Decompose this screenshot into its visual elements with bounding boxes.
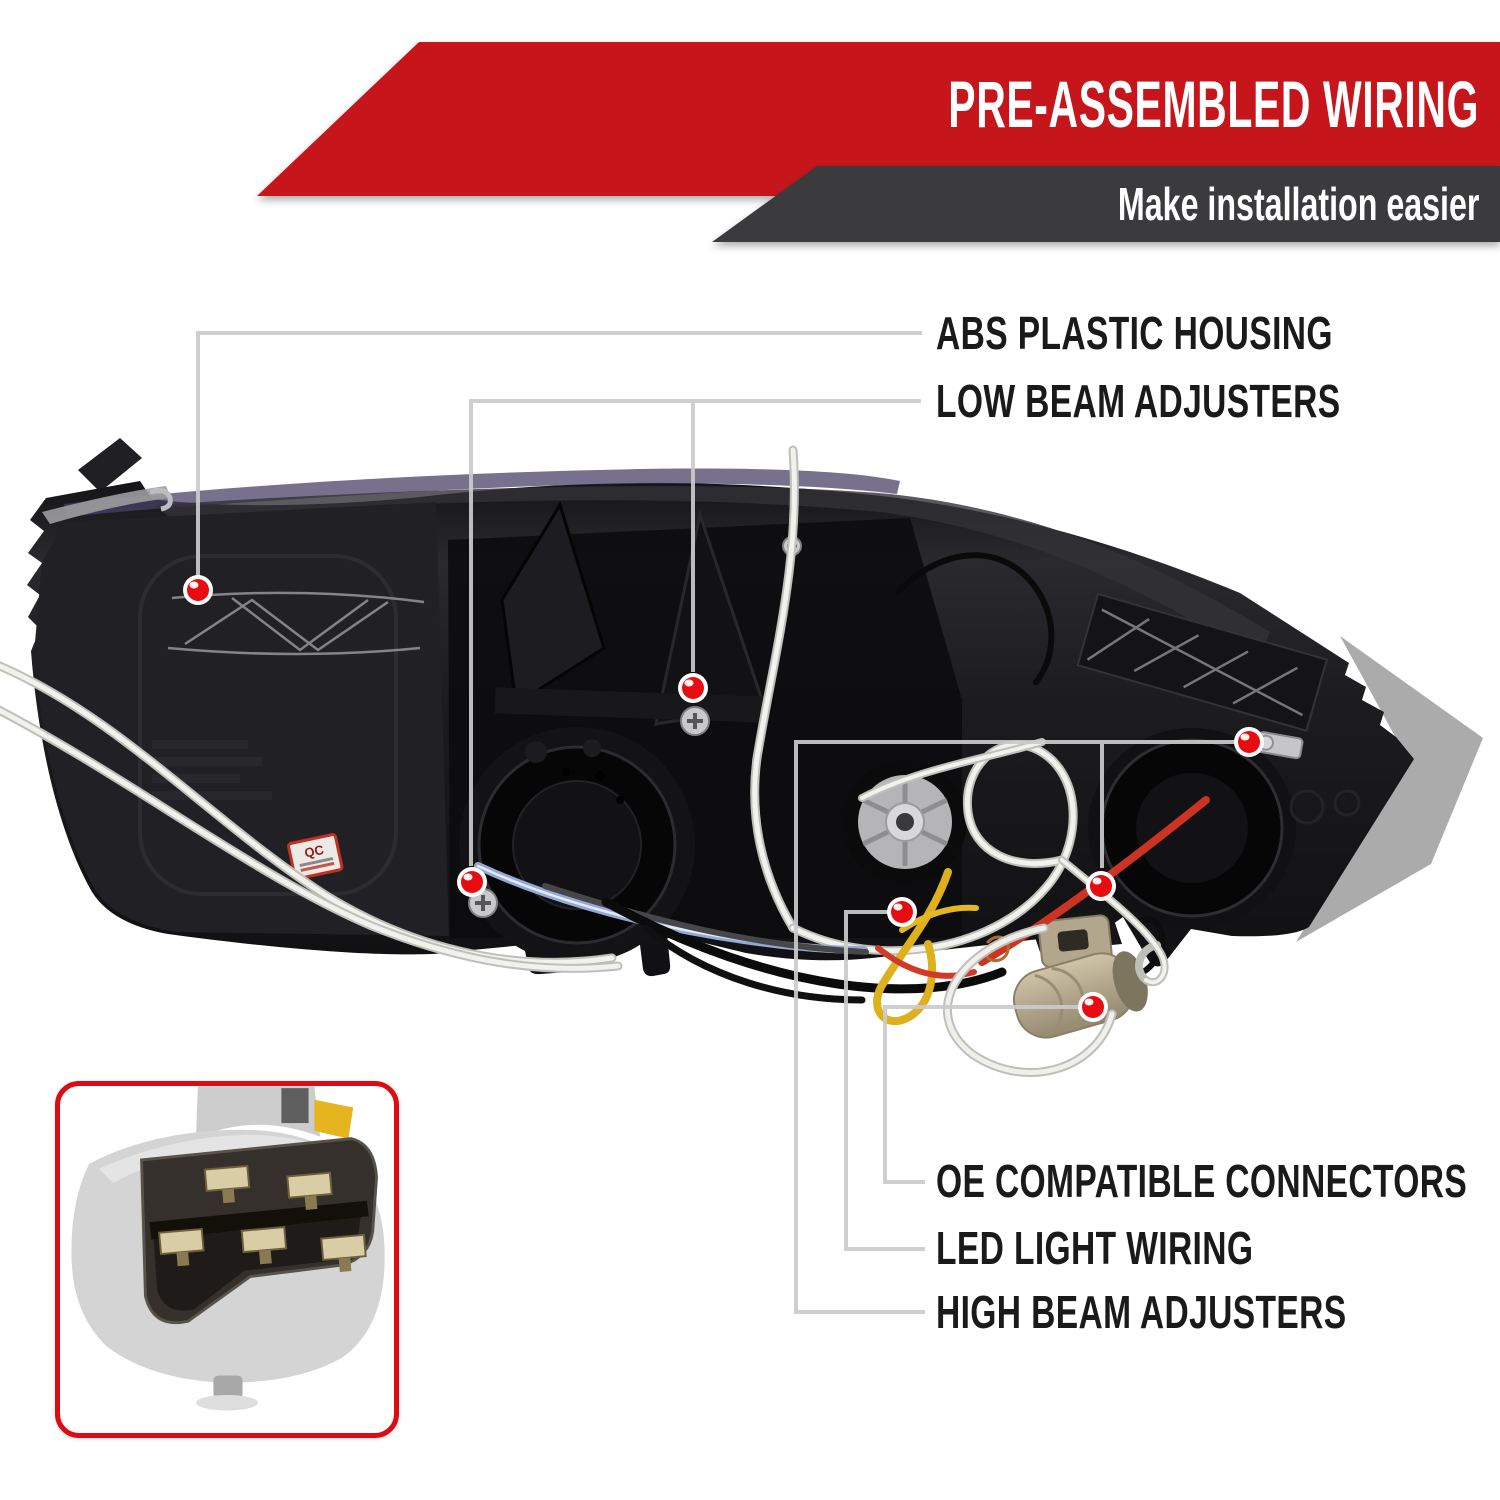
callout-dot-low-beam-2 xyxy=(457,867,487,897)
adjuster-lattice xyxy=(1076,592,1329,732)
red-wire xyxy=(978,796,1210,966)
callout-lines xyxy=(196,331,1235,1314)
banner-red-band xyxy=(257,42,1500,196)
stem-slot xyxy=(281,1088,309,1124)
banner-title: PRE-ASSEMBLED WIRING xyxy=(948,67,1479,141)
gray-wire xyxy=(542,883,869,955)
qc-sticker-text: QC xyxy=(303,842,326,861)
black-wire-arc xyxy=(895,552,1055,685)
callout-line-oe xyxy=(883,1005,1078,1184)
callout-line-low-beam xyxy=(469,399,921,866)
back-cover-panel xyxy=(34,502,449,936)
yellow-wire xyxy=(873,868,952,1026)
black-wire-2 xyxy=(642,924,866,1004)
stub-shadow xyxy=(195,1394,259,1411)
headlight-photo: QC xyxy=(0,331,1483,1314)
connector-inset xyxy=(55,1081,399,1438)
low-beam-cap xyxy=(459,727,695,963)
copper-wire xyxy=(984,935,1010,963)
callout-dots xyxy=(183,575,1264,1022)
callout-dot-oe-connector xyxy=(1078,992,1108,1022)
yellow-wire-2 xyxy=(899,904,979,933)
callout-dot-led-wiring xyxy=(887,897,917,927)
opening-shelf xyxy=(149,1200,369,1240)
trim-hook xyxy=(149,488,173,512)
screw-icon xyxy=(680,706,710,736)
panel-emboss xyxy=(138,554,398,896)
callout-dot-high-beam-2 xyxy=(1086,871,1116,901)
embossed-text-marks xyxy=(152,740,272,800)
left-truss-ribs xyxy=(167,591,425,656)
corner-trim-strip xyxy=(42,486,171,524)
high-beam-cap xyxy=(1088,728,1361,928)
qc-sticker: QC xyxy=(287,833,344,881)
connector-photo xyxy=(71,1086,385,1411)
callout-label-high-beam-adjusters: HIGH BEAM ADJUSTERS xyxy=(936,1286,1347,1338)
opening-shadow xyxy=(153,1214,361,1311)
callout-label-abs-plastic-housing: ABS PLASTIC HOUSING xyxy=(936,307,1333,359)
white-wire-loop-core xyxy=(944,925,1115,1076)
banner-subtitle: Make installation easier xyxy=(1117,178,1479,230)
callout-dot-high-beam-1 xyxy=(1234,727,1264,757)
callout-dot-abs-housing xyxy=(183,575,213,605)
housing-top-highlight xyxy=(155,485,1270,660)
connector-pins xyxy=(158,1164,367,1273)
callout-line-led xyxy=(844,910,925,1251)
callout-label-low-beam-adjusters: LOW BEAM ADJUSTERS xyxy=(936,375,1341,427)
housing-fin xyxy=(78,438,142,492)
lens-edge-trim xyxy=(1296,636,1483,942)
banner-dark-band xyxy=(712,166,1500,242)
connector-stub xyxy=(213,1375,243,1399)
banner-ribbon xyxy=(257,42,1500,242)
callout-dot-low-beam-1 xyxy=(678,673,708,703)
yellow-wire-fragment xyxy=(314,1099,354,1139)
callout-line-high-beam xyxy=(794,740,1235,1314)
callout-line-abs xyxy=(196,331,922,578)
callout-label-led-light-wiring: LED LIGHT WIRING xyxy=(936,1222,1254,1274)
callout-label-oe-connectors: OE COMPATIBLE CONNECTORS xyxy=(936,1155,1468,1207)
